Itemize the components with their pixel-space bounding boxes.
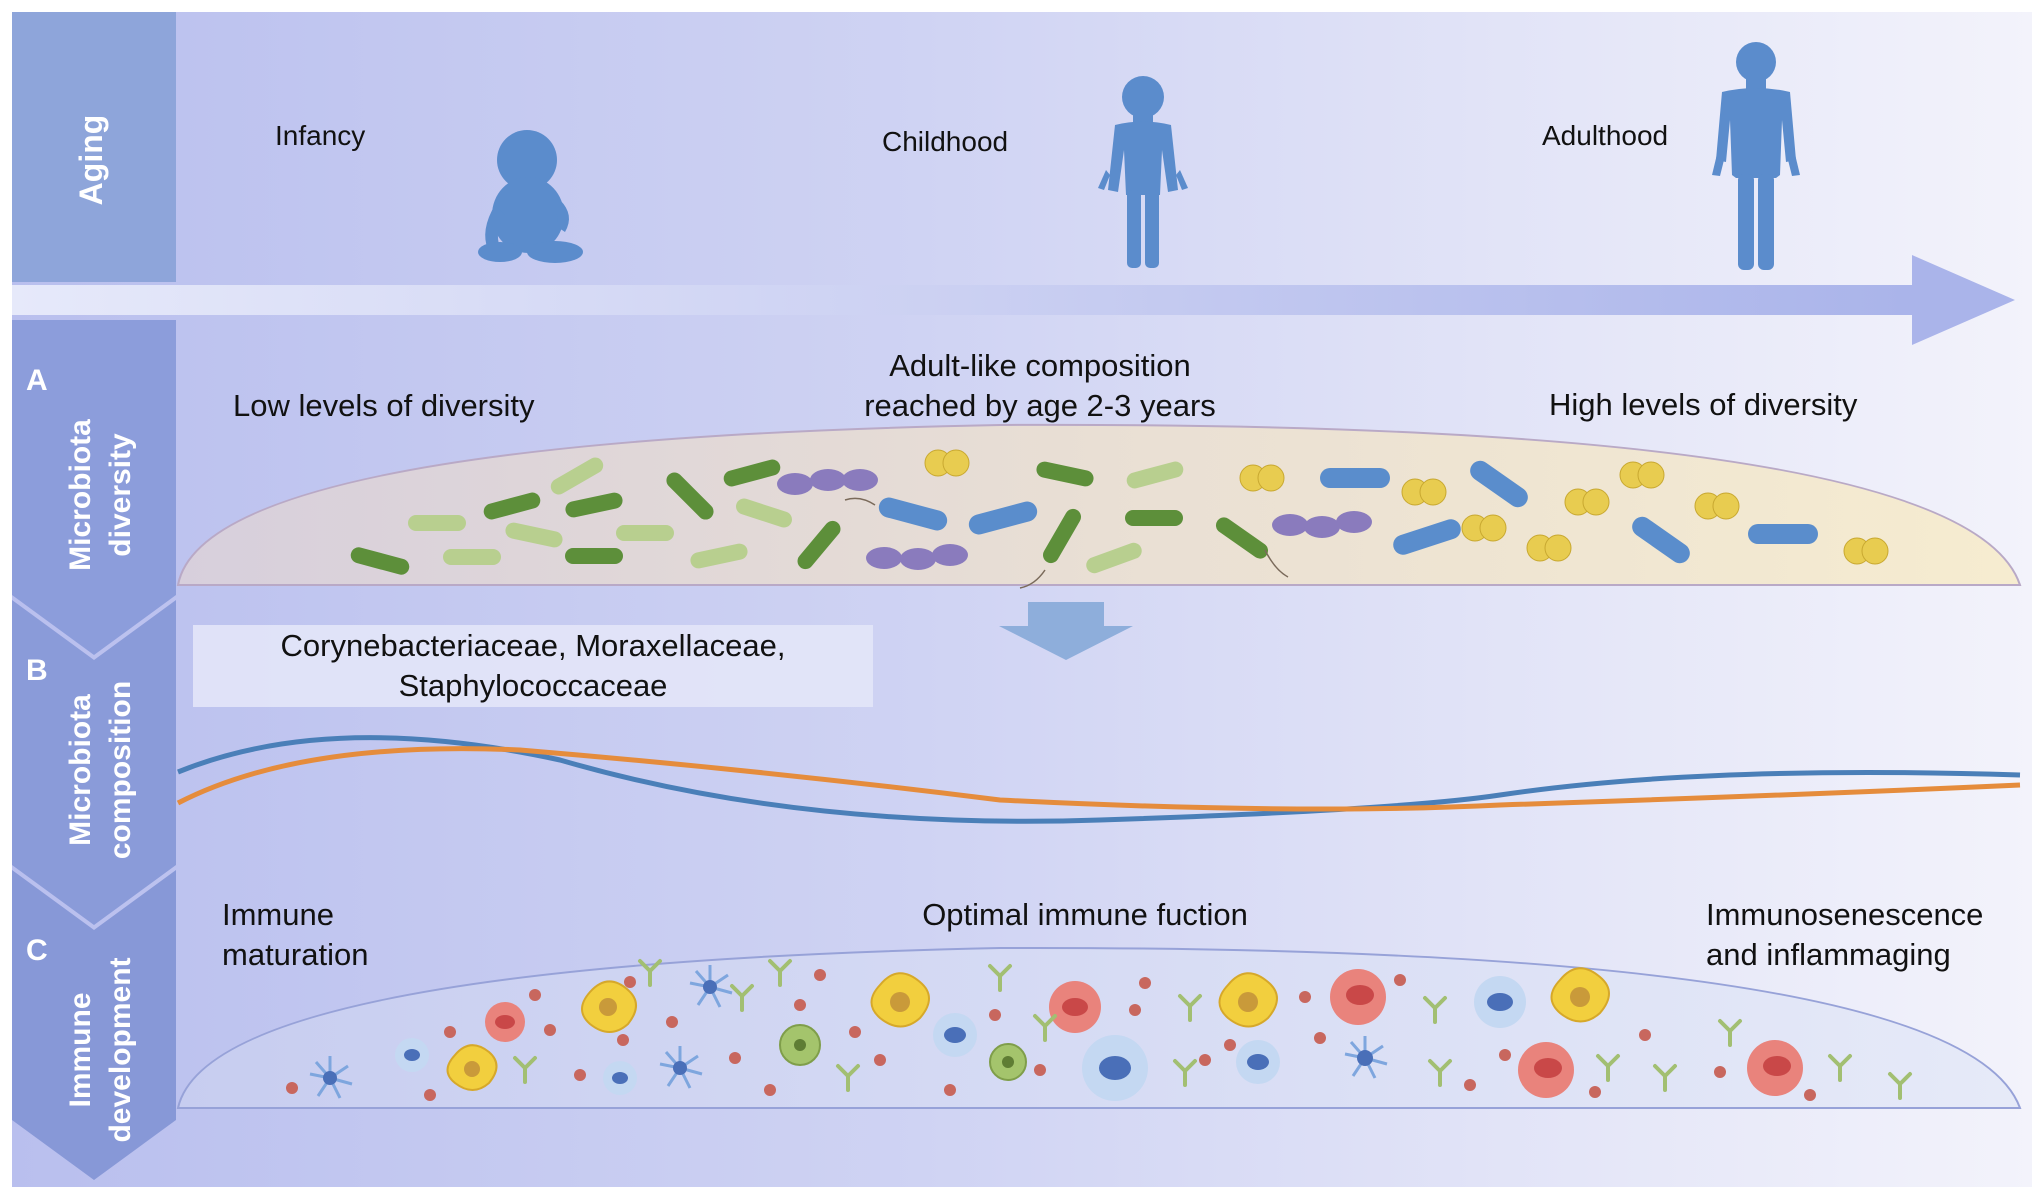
- stage-adulthood-label: Adulthood: [1542, 120, 1668, 151]
- panel-c-right-line1: Immunosenescence: [1706, 897, 1983, 932]
- child-silhouette-icon: [1098, 76, 1188, 268]
- panel-a-center-line1: Adult-like composition: [889, 348, 1191, 383]
- panel-c-left-line2: maturation: [222, 937, 368, 972]
- panel-b-label-block: B Microbiota composition: [12, 600, 176, 925]
- panel-a-left-text: Low levels of diversity: [233, 388, 535, 423]
- aging-label-block: Aging: [12, 12, 176, 282]
- aging-arrow: [12, 255, 2015, 345]
- family-box: [193, 625, 873, 707]
- panel-a-label-line2: diversity: [104, 433, 137, 557]
- panel-c-label-line2: development: [104, 957, 137, 1142]
- composition-curve-blue: [177, 735, 2021, 824]
- panel-c-center-text: Optimal immune fuction: [922, 897, 1248, 932]
- panel-b-label-line1: Microbiota: [64, 694, 97, 846]
- panel-a-label-line1: Microbiota: [64, 419, 97, 571]
- panel-c-label-line1: Immune: [64, 992, 97, 1107]
- family-box-line2: Staphylococcaceae: [399, 668, 668, 703]
- aging-label: Aging: [73, 115, 109, 206]
- infant-silhouette-icon: [478, 130, 583, 263]
- panel-a-center-line2: reached by age 2-3 years: [864, 388, 1216, 423]
- panel-c-left-line1: Immune: [222, 897, 334, 932]
- panel-a-letter: A: [26, 364, 48, 397]
- panel-a-label-block: A Microbiota diversity: [12, 320, 176, 655]
- immune-cell-cluster: [286, 959, 1912, 1101]
- stage-infancy-label: Infancy: [275, 120, 365, 151]
- panel-c-label-block: C Immune development: [12, 870, 176, 1180]
- family-box-line1: Corynebacteriaceae, Moraxellaceae,: [281, 628, 786, 663]
- panel-c-letter: C: [26, 934, 48, 967]
- bacteria-cluster: [350, 449, 1889, 589]
- down-arrow-icon: [999, 602, 1133, 660]
- panel-b-label-line2: composition: [104, 681, 137, 859]
- composition-curve-orange: [176, 746, 2021, 812]
- adult-silhouette-icon: [1712, 42, 1800, 270]
- stage-childhood-label: Childhood: [882, 126, 1008, 157]
- panel-a-right-text: High levels of diversity: [1549, 387, 1858, 422]
- panel-c-right-line2: and inflammaging: [1706, 937, 1951, 972]
- panel-b-letter: B: [26, 654, 48, 687]
